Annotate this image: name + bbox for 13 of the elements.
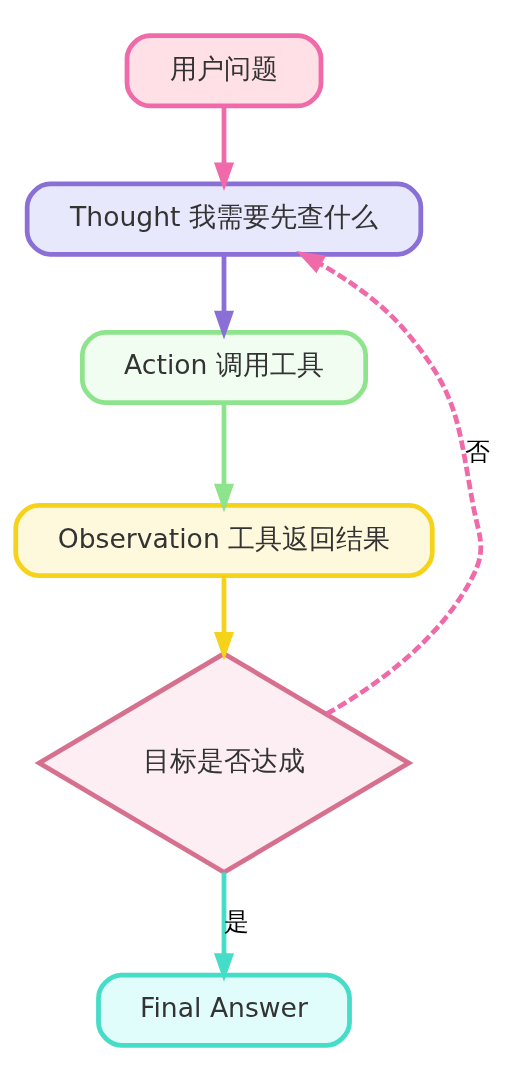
node-box: Observation 工具返回结果 [13,502,435,578]
node-box: Thought 我需要先查什么 [24,181,424,257]
arrow [214,254,234,339]
edge-label: 否 [465,436,491,466]
arrow [214,576,234,661]
node-box: Final Answer [96,972,352,1048]
arrow [214,402,234,512]
node-box: 用户问题 [124,32,324,108]
arrow [296,250,484,716]
arrow [214,105,234,191]
arrow [214,871,234,982]
node-diamond: 目标是否达成 [34,650,414,875]
node-box: Action 调用工具 [79,329,369,405]
